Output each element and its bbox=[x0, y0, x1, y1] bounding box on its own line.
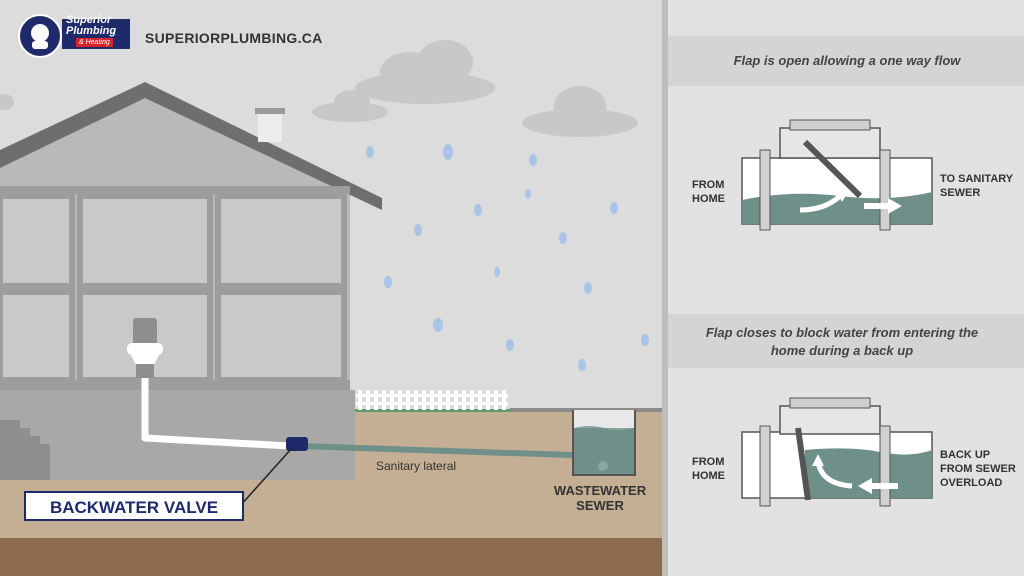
cloud-icon bbox=[0, 40, 638, 137]
fence bbox=[356, 390, 508, 410]
caption-band-2 bbox=[668, 314, 1024, 368]
sanitary-lateral-pipe bbox=[299, 443, 601, 459]
logo-badge bbox=[18, 14, 130, 58]
logo-name: Superior Plumbing bbox=[66, 14, 117, 37]
backwater-valve-icon bbox=[286, 437, 308, 451]
basement bbox=[0, 390, 355, 480]
valve-leader-line bbox=[239, 447, 293, 507]
backflow-arrow-icon bbox=[858, 478, 872, 494]
company-logo: Superior Plumbing & Heating bbox=[18, 13, 132, 59]
panel-closed-backup-label: BACK UP FROM SEWER OVERLOAD bbox=[940, 449, 1016, 489]
closed-flap bbox=[795, 427, 811, 501]
stairs bbox=[0, 420, 50, 480]
panel-closed-caption: Flap closes to block water from entering… bbox=[705, 325, 979, 358]
toilet-icon bbox=[127, 318, 163, 378]
logo-subtitle: & Heating bbox=[76, 38, 113, 47]
house-drain-pipe bbox=[141, 378, 291, 450]
grass bbox=[355, 409, 510, 412]
chimney bbox=[258, 112, 282, 142]
sanitary-lateral-label: Sanitary lateral bbox=[376, 459, 457, 473]
valve-diagram-open bbox=[741, 119, 933, 231]
rain-drops bbox=[366, 144, 649, 371]
panel-open-to-label: TO SANITARY SEWER bbox=[940, 173, 1013, 199]
open-flap bbox=[802, 139, 863, 199]
panel-open-caption: Flap is open allowing a one way flow bbox=[733, 53, 961, 68]
divider bbox=[662, 0, 668, 576]
deep-soil bbox=[0, 538, 662, 576]
house bbox=[0, 82, 382, 480]
website-url[interactable]: SUPERIORPLUMBING.CA bbox=[145, 30, 323, 46]
backwater-valve-label: BACKWATER VALVE bbox=[24, 491, 244, 521]
wastewater-sewer bbox=[572, 410, 636, 476]
panel-open-from-label: FROM HOME bbox=[692, 179, 725, 205]
flow-arrow-icon bbox=[888, 198, 902, 214]
caption-band-1 bbox=[668, 36, 1024, 86]
wastewater-sewer-label: WASTEWATER SEWER bbox=[553, 483, 647, 513]
panel-closed-from-label: FROM HOME bbox=[692, 456, 725, 482]
valve-diagram-closed bbox=[741, 397, 933, 507]
roof bbox=[0, 82, 382, 210]
